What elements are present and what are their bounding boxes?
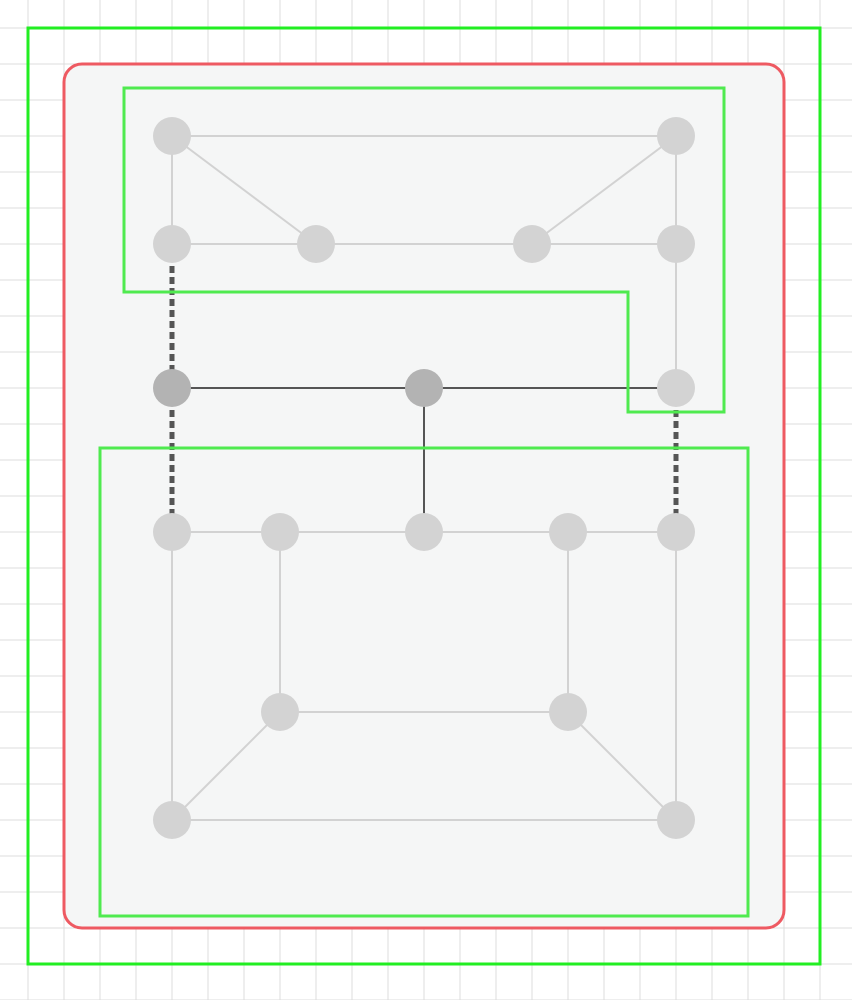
node-t3 bbox=[153, 225, 191, 263]
top-group-outline bbox=[122, 86, 726, 414]
node-b4 bbox=[549, 513, 587, 551]
node-b6 bbox=[261, 693, 299, 731]
node-b5 bbox=[657, 513, 695, 551]
node-t7 bbox=[657, 369, 695, 407]
node-m2 bbox=[405, 369, 443, 407]
node-t1 bbox=[153, 117, 191, 155]
node-b3 bbox=[405, 513, 443, 551]
node-t2 bbox=[657, 117, 695, 155]
edge-layer bbox=[169, 135, 679, 821]
edge-t5-t2 bbox=[531, 135, 677, 245]
node-layer bbox=[153, 117, 695, 839]
node-m1 bbox=[153, 369, 191, 407]
edge-b7-b9 bbox=[567, 711, 677, 821]
node-t6 bbox=[657, 225, 695, 263]
bottom-group-outline bbox=[98, 446, 750, 918]
node-b8 bbox=[153, 801, 191, 839]
node-t4 bbox=[297, 225, 335, 263]
node-b2 bbox=[261, 513, 299, 551]
edge-b6-b8 bbox=[171, 711, 281, 821]
group-layer bbox=[98, 86, 750, 918]
node-t5 bbox=[513, 225, 551, 263]
outer-frame bbox=[26, 26, 822, 966]
node-b1 bbox=[153, 513, 191, 551]
edge-t1-t4 bbox=[171, 135, 317, 245]
node-b9 bbox=[657, 801, 695, 839]
node-b7 bbox=[549, 693, 587, 731]
